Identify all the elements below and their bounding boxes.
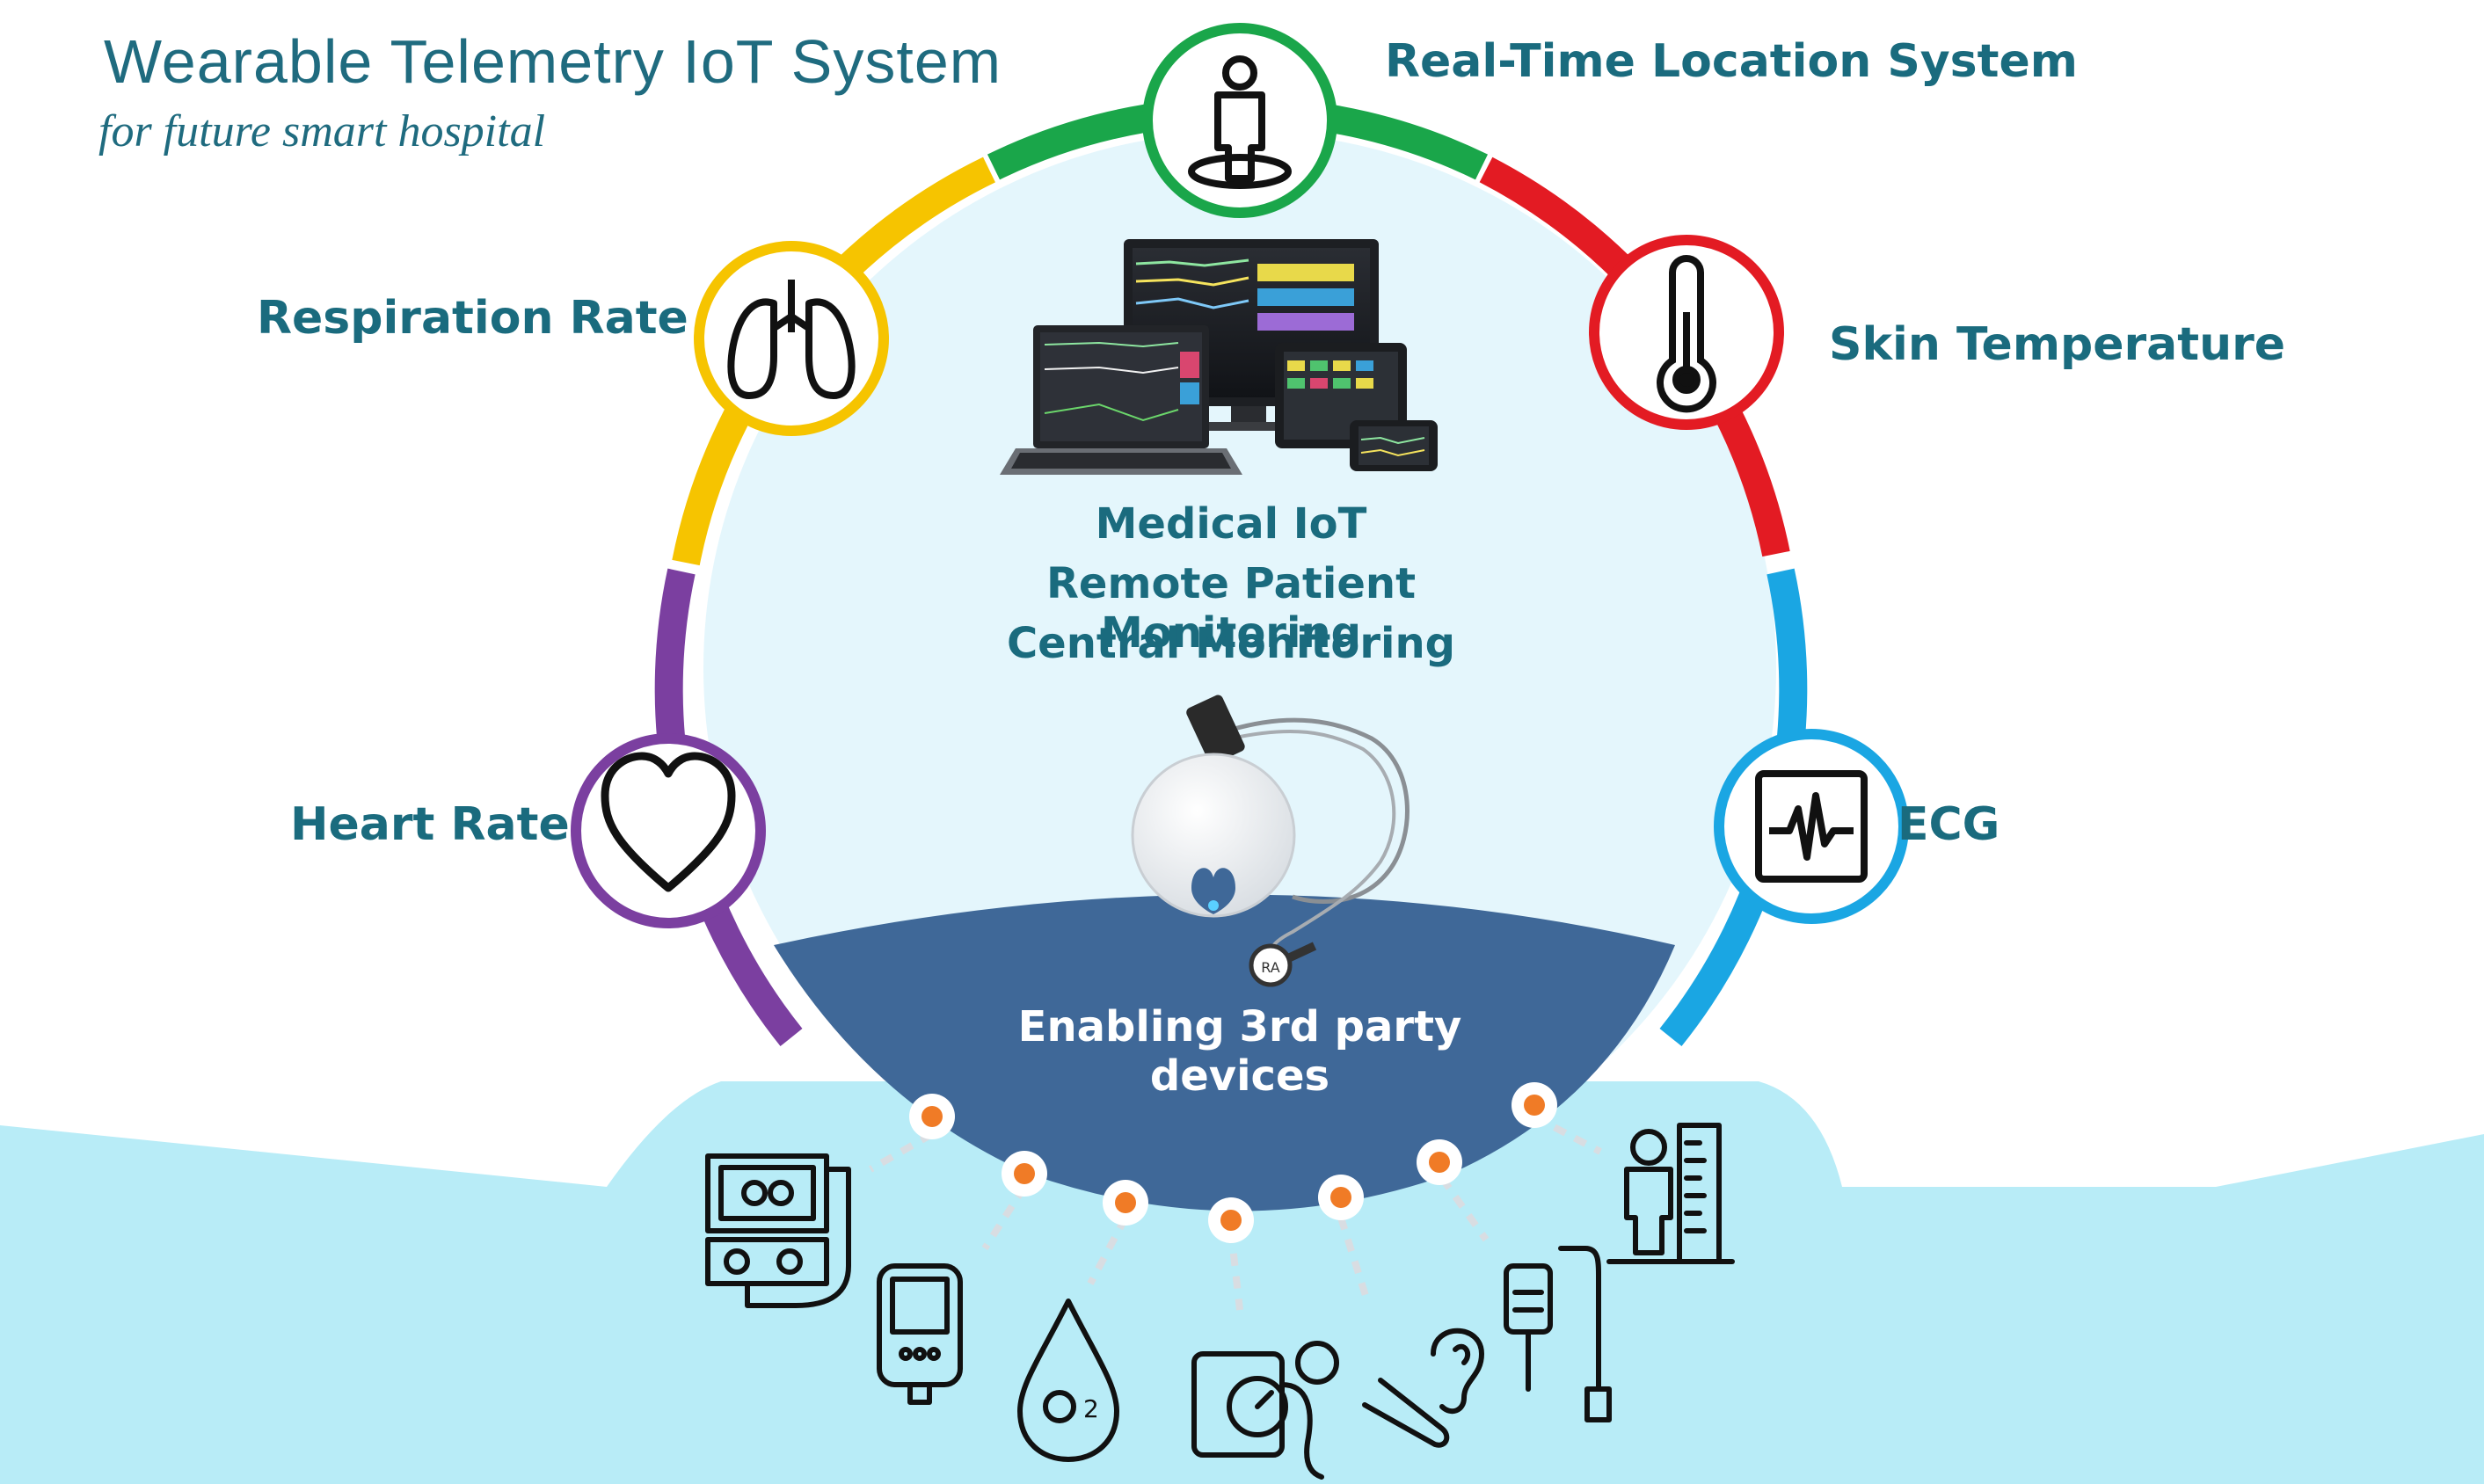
glucometer-icon (877, 1263, 963, 1405)
ecg-label: ECG (1898, 798, 2000, 851)
page-title: Wearable Telemetry IoT System (104, 27, 1002, 96)
skin-temperature-badge (1589, 235, 1784, 430)
iv-drip-icon (1504, 1246, 1612, 1422)
heart-rate-badge (571, 733, 766, 928)
connection-dot (1103, 1180, 1148, 1226)
connection-dots (909, 1082, 1557, 1243)
heart-icon (601, 752, 736, 892)
device-connectors (869, 1113, 1602, 1311)
connection-dot (909, 1094, 955, 1139)
connection-dot (1417, 1139, 1462, 1185)
lungs-icon (727, 280, 856, 399)
third-party-label: Enabling 3rd party devices (1017, 1002, 1462, 1101)
skin-temperature-label: Skin Temperature (1829, 318, 2286, 371)
connection-dot (1512, 1082, 1557, 1128)
page-subtitle: for future smart hospital (98, 106, 546, 156)
wearable-sensor-illustration: RA (1131, 695, 1410, 987)
third-party-bowl (774, 894, 1675, 1211)
rtls-label: Real-Time Location System (1385, 35, 2078, 88)
base-water (0, 1081, 2484, 1484)
center-line-1: Medical IoT (1095, 499, 1367, 549)
connection-dot (1318, 1175, 1364, 1220)
svg-text:2: 2 (1083, 1394, 1099, 1423)
ear-thermometer-icon (1362, 1328, 1484, 1448)
connection-dot (1002, 1151, 1047, 1197)
respiration-rate-badge (694, 241, 889, 436)
third-party-devices: 2 (705, 1123, 1735, 1480)
center-line-2: Remote Patient Monitoring (1045, 559, 1417, 658)
blood-pressure-cuff-icon (1191, 1341, 1339, 1480)
connection-dot (1208, 1197, 1254, 1243)
person-location-icon (1188, 55, 1292, 189)
monitoring-devices-illustration (1000, 239, 1438, 475)
heart-rate-label: Heart Rate (290, 798, 570, 851)
ecg-monitor-icon (1755, 770, 1868, 883)
rtls-badge (1142, 23, 1337, 218)
thermometer-icon (1657, 255, 1716, 413)
svg-text:RA: RA (1261, 959, 1279, 976)
respiration-rate-label: Respiration Rate (257, 292, 688, 345)
height-scale-icon (1606, 1123, 1735, 1264)
center-line-3: Central Monitoring (1006, 619, 1456, 668)
ecg-badge (1714, 729, 1909, 924)
oxygen-drop-icon: 2 (1017, 1298, 1119, 1462)
ultrasound-machine-icon (705, 1153, 851, 1308)
